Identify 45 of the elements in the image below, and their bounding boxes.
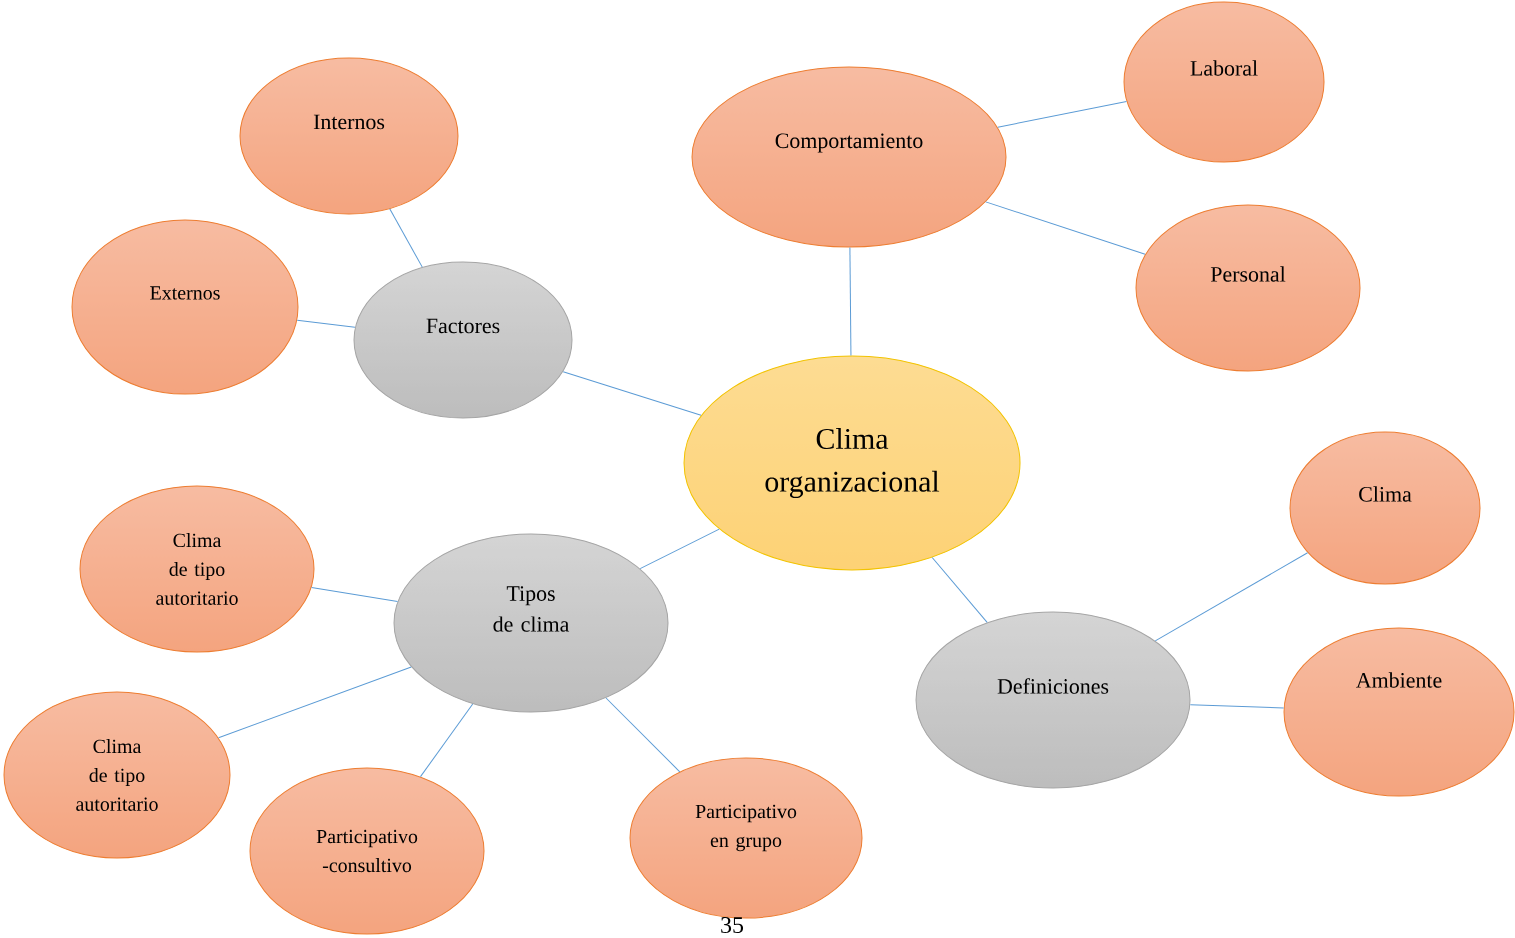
connector-line xyxy=(997,101,1127,128)
connector-line xyxy=(311,587,399,602)
topic-ellipse xyxy=(1135,204,1361,372)
topic-ellipse xyxy=(1283,627,1515,797)
central-ellipse xyxy=(683,355,1021,571)
node-label: Ambiente xyxy=(1356,672,1442,688)
connector-line xyxy=(605,697,681,773)
node-label: Tipos de clima xyxy=(493,586,570,632)
connector-line xyxy=(1189,704,1285,709)
category-ellipse xyxy=(393,533,669,713)
connector-line xyxy=(420,703,474,778)
connector-line xyxy=(931,557,988,623)
category-ellipse xyxy=(353,261,573,419)
topic-ellipse xyxy=(629,757,863,919)
node-label: Participativo en grupo xyxy=(695,804,797,852)
node-label: Clima xyxy=(1359,486,1412,502)
node-label: Clima de tipo autoritario xyxy=(76,739,158,811)
connector-line xyxy=(985,201,1146,255)
connector-line xyxy=(296,319,356,328)
page-number: 35 xyxy=(721,916,744,934)
node-label: Clima de tipo autoritario xyxy=(156,533,238,605)
node-label: Clima organizacional xyxy=(765,428,940,498)
node-label: Laboral xyxy=(1190,60,1258,76)
topic-ellipse xyxy=(1289,431,1481,585)
node-label: Personal xyxy=(1210,266,1286,282)
node-label: Comportamiento xyxy=(775,133,923,153)
category-ellipse xyxy=(915,611,1191,789)
topic-ellipse xyxy=(1123,1,1325,163)
topic-ellipse xyxy=(249,767,485,935)
connector-line xyxy=(562,371,702,416)
node-label: Internos xyxy=(313,114,385,130)
node-label: Definiciones xyxy=(997,678,1109,694)
topic-ellipse xyxy=(3,691,231,859)
topic-ellipse xyxy=(239,57,459,215)
topic-ellipse xyxy=(691,66,1007,248)
connector-line xyxy=(849,247,852,356)
node-label: Participativo -consultivo xyxy=(316,829,418,873)
node-label: Externos xyxy=(150,286,220,300)
node-label: Factores xyxy=(426,318,500,334)
connector-line xyxy=(389,208,423,268)
connector-line xyxy=(218,666,412,739)
topic-ellipse xyxy=(79,485,315,653)
topic-ellipse xyxy=(71,219,299,395)
connector-line xyxy=(639,528,720,570)
connector-line xyxy=(1154,552,1309,642)
